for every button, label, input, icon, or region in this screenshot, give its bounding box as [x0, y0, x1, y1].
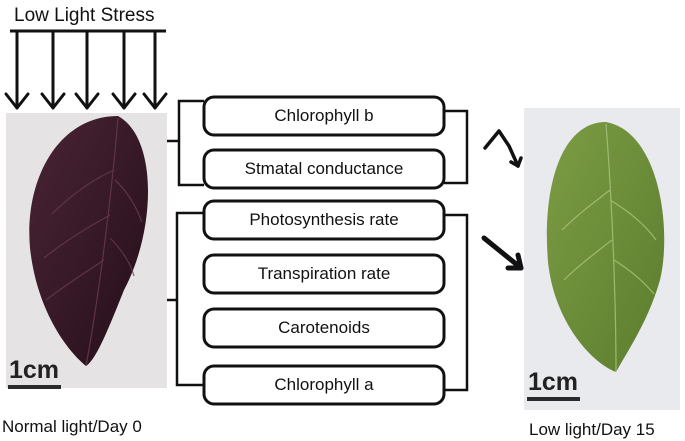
parameter-box	[202, 95, 446, 137]
parameter-box	[202, 253, 446, 295]
stress-arrows	[4, 29, 168, 110]
right-brackets	[444, 109, 469, 392]
left-leaf-shape	[29, 116, 149, 366]
parameter-label-chlorophyll-a: Chlorophyll a	[274, 375, 374, 394]
stress-arrow	[111, 29, 137, 110]
stress-arrow	[142, 29, 168, 110]
parameter-label-carotenoids: Carotenoids	[278, 318, 370, 337]
parameter-label-chlorophyll-b: Chlorophyll b	[274, 106, 374, 125]
parameter-label-transpiration-rate: Transpiration rate	[257, 264, 391, 283]
right-leaf-shape	[546, 122, 665, 372]
parameter-box	[202, 364, 446, 406]
stress-arrow	[74, 29, 100, 110]
left-leaf-veins	[43, 117, 143, 367]
decrease-arrow	[481, 235, 524, 271]
parameter-box	[202, 199, 446, 241]
right-scale-bar: 1cm	[527, 370, 581, 401]
stress-arrow	[40, 29, 66, 110]
left-brackets	[167, 99, 204, 387]
parameter-label-stomatal-conductance: Stmatal conductance	[244, 159, 404, 178]
parameter-box	[202, 148, 446, 190]
parameter-label-photosynthesis-rate: Photosynthesis rate	[249, 210, 399, 229]
stress-arrow	[4, 29, 30, 110]
left-leaf-caption: Normal light/Day 0	[2, 417, 142, 436]
parameter-boxes	[202, 95, 446, 406]
stress-title: Low Light Stress	[14, 5, 155, 26]
increase-arrow	[483, 129, 523, 168]
right-leaf-caption: Low light/Day 15	[529, 420, 655, 439]
right-leaf-veins	[561, 123, 657, 373]
parameter-box	[202, 307, 446, 349]
left-scale-bar: 1cm	[8, 358, 62, 389]
